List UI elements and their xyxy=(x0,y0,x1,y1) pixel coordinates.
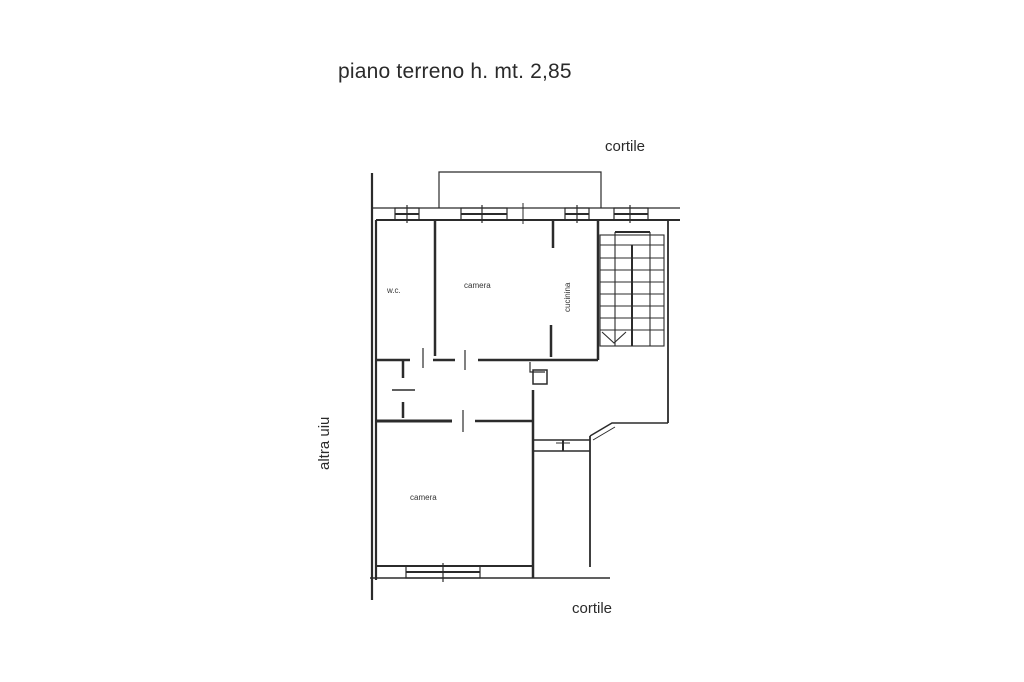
room-label-wc: w.c. xyxy=(387,286,401,295)
window-top-stairs xyxy=(613,205,649,223)
room-label-cucinina: cucinina xyxy=(563,282,572,312)
window-top-wc xyxy=(394,205,420,223)
room-label-camera-lower: camera xyxy=(410,493,437,502)
label-cortile-bottom: cortile xyxy=(572,600,613,617)
window-top-camera xyxy=(460,205,508,223)
room-label-camera-upper: camera xyxy=(464,281,491,290)
window-bottom-camera xyxy=(405,563,481,582)
window-top-cucinina xyxy=(564,205,590,223)
label-cortile-top: cortile xyxy=(605,138,646,155)
plan-title: piano terreno h. mt. 2,85 xyxy=(338,60,572,83)
staircase xyxy=(599,231,665,347)
